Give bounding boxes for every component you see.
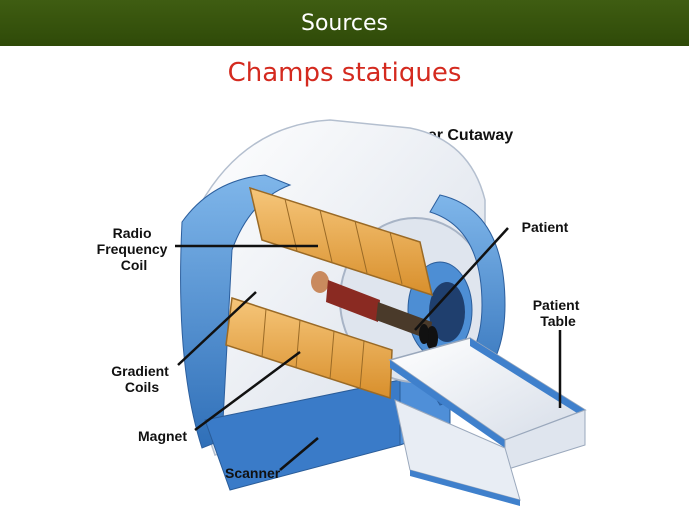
label-gradient-coils: Gradient Coils [111, 363, 172, 395]
label-magnet: Magnet [138, 428, 187, 444]
leader-lines [175, 227, 562, 471]
header-title: Sources [300, 10, 389, 36]
label-scanner: Scanner [225, 465, 281, 481]
label-patient-table: Patient Table [533, 297, 584, 329]
slide-subtitle: Champs statiques [227, 58, 462, 88]
gradient-coils [225, 297, 393, 400]
patient-figure [311, 271, 438, 350]
label-radio-frequency-coil: Radio Frequency Coil [97, 225, 172, 273]
label-patient: Patient [522, 219, 569, 235]
patient-table [388, 337, 587, 506]
radio-frequency-coil [248, 186, 434, 297]
slide-header: Sources [0, 0, 689, 46]
